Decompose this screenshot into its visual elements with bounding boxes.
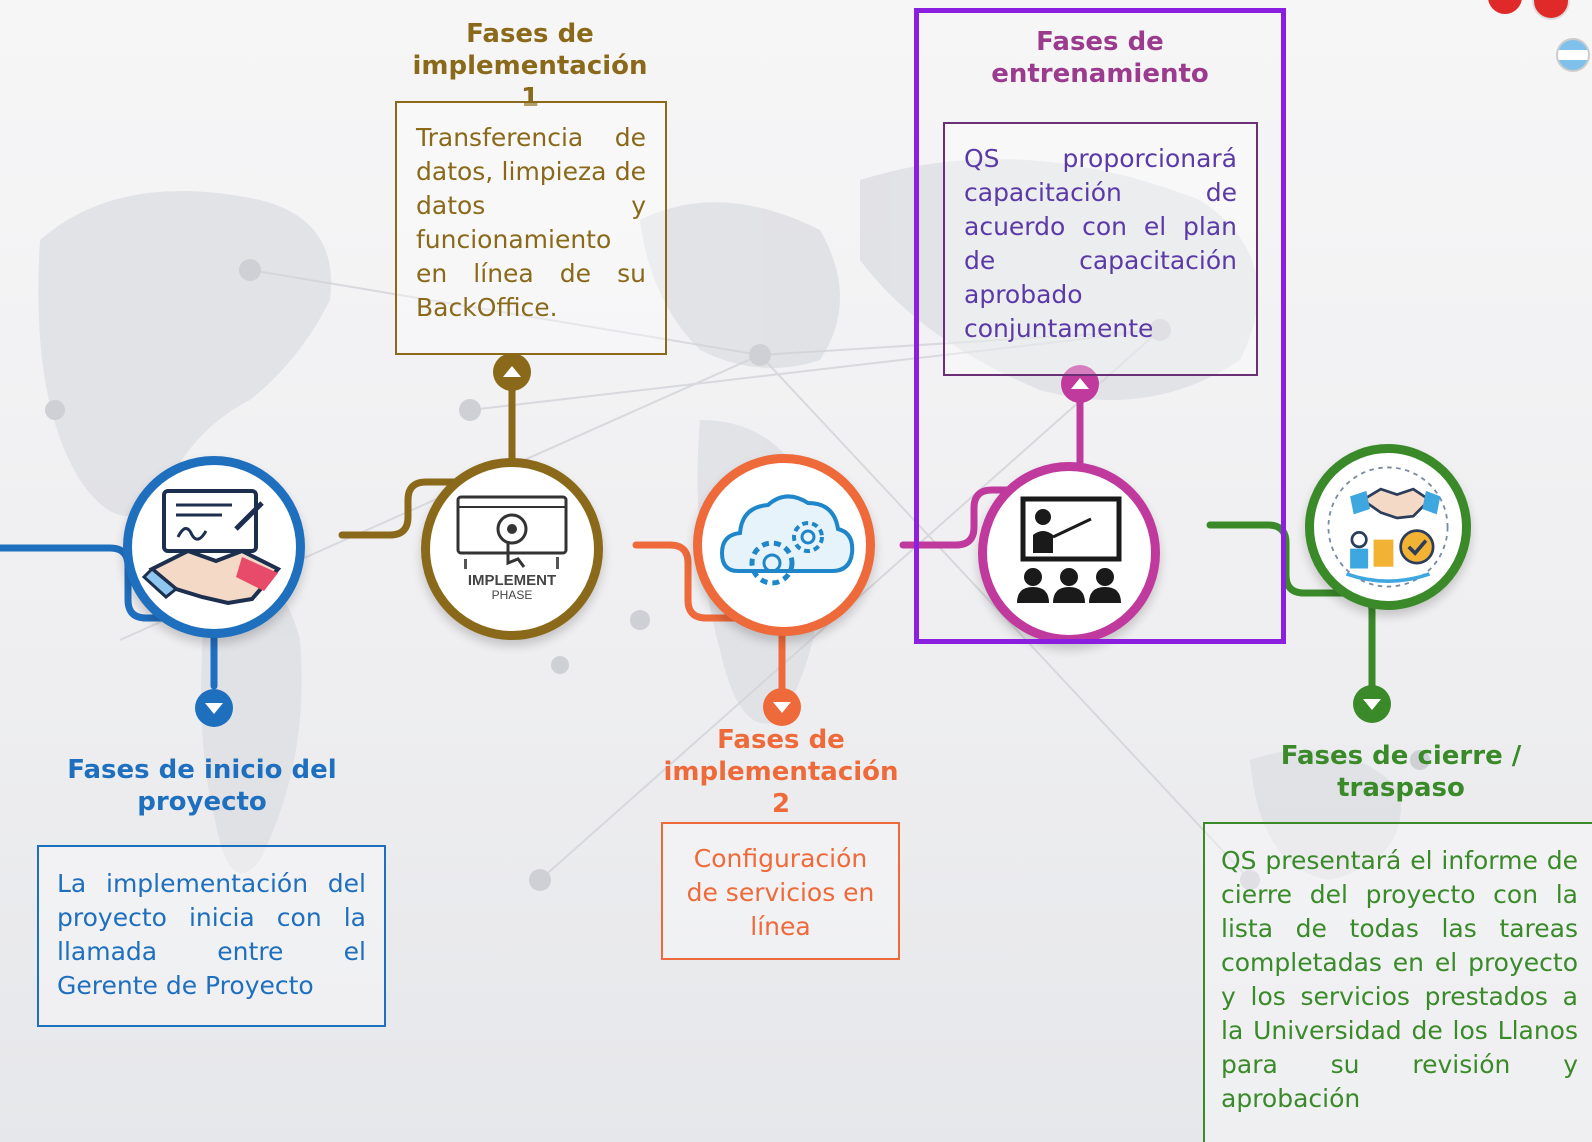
description-implementacion-2: Configuración de servicios en línea [661, 822, 900, 960]
description-implementacion-1: Transferencia de datos, limpieza de dato… [395, 101, 667, 355]
description-inicio: La implementación del proyecto inicia co… [37, 845, 386, 1027]
description-cierre: QS presentará el informe de cierre del p… [1203, 822, 1592, 1142]
title-cierre: Fases de cierre / traspaso [1280, 741, 1522, 803]
cloud-gears-icon [719, 494, 855, 586]
title-inicio: Fases de inicio del proyecto [67, 755, 337, 817]
flag-icon [1488, 0, 1522, 14]
phase-entrenamiento-circle [978, 462, 1160, 644]
phase-cierre-circle [1305, 444, 1471, 610]
highlight-entrenamiento [914, 8, 1286, 644]
description-entrenamiento: QS proporcionará capacitación de acuerdo… [943, 122, 1258, 376]
training-presentation-icon [1017, 496, 1122, 603]
flag-argentina-icon [1556, 38, 1590, 72]
title-entrenamiento: Fases de entrenamiento [991, 27, 1209, 89]
marker-down-blue [195, 689, 233, 727]
phase-icon-text: PHASE [492, 588, 533, 602]
phase-implementacion-1-circle: IMPLEMENT PHASE [421, 458, 603, 640]
phase-implementacion-2-circle [693, 454, 875, 636]
handshake-checkmark-icon [1327, 466, 1449, 588]
marker-down-orange [763, 688, 801, 726]
marker-up-brown [493, 353, 531, 391]
implement-icon-text: IMPLEMENT [468, 572, 556, 589]
title-implementacion-1: Fases de implementación 1 [412, 19, 648, 113]
handshake-contract-icon [141, 489, 282, 606]
phase-inicio-circle [123, 456, 305, 638]
title-implementacion-2: Fases de implementación 2 [663, 725, 899, 819]
marker-down-green [1353, 685, 1391, 723]
implement-phase-icon: IMPLEMENT PHASE [456, 495, 568, 602]
